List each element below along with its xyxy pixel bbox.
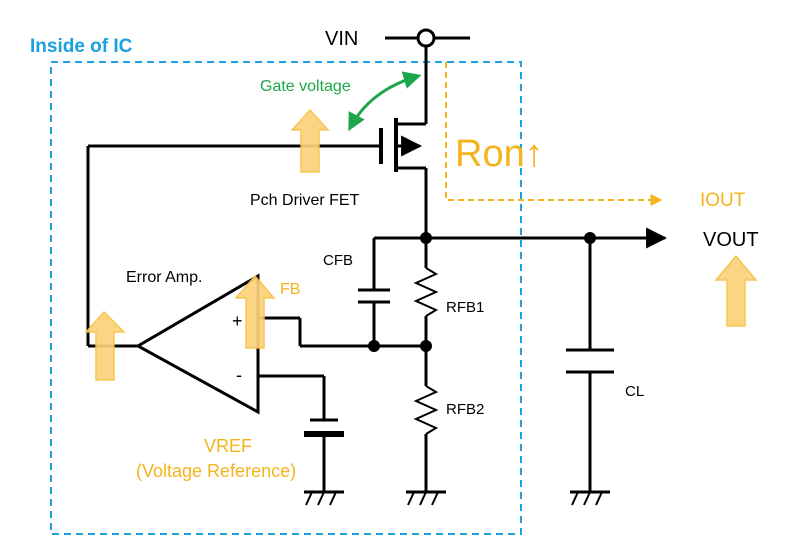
gate-up-arrow (290, 108, 330, 173)
ground-rfb2 (406, 490, 446, 506)
vin-label: VIN (325, 28, 358, 50)
vout-up-arrow (714, 254, 758, 327)
gate-voltage-label: Gate voltage (260, 78, 351, 95)
rfb1-resistor (413, 267, 439, 317)
error-amp-label: Error Amp. (126, 269, 202, 286)
plus-terminal-label: + (232, 311, 243, 331)
ron-label: Ron↑ (455, 133, 544, 175)
rfb1-label: RFB1 (446, 299, 484, 316)
ic-boundary (50, 61, 522, 535)
driver-fet-label: Pch Driver FET (250, 192, 360, 209)
ground-vref (304, 490, 344, 506)
vref-description-label: (Voltage Reference) (136, 461, 296, 481)
iout-label: IOUT (700, 190, 746, 211)
amp-output-up-arrow (84, 310, 126, 381)
ground-cl (570, 490, 610, 506)
minus-terminal-label: - (236, 365, 242, 385)
fb-up-arrow (234, 274, 276, 349)
rfb2-resistor (413, 385, 439, 435)
cl-label: CL (625, 383, 644, 400)
iout-current-path (445, 62, 663, 206)
vref-label: VREF (204, 436, 252, 456)
inside-ic-label: Inside of IC (30, 36, 133, 57)
rfb2-label: RFB2 (446, 401, 484, 418)
gate-voltage-arrow (348, 71, 422, 132)
vin-terminal (416, 28, 436, 48)
fb-label: FB (280, 281, 300, 298)
vout-label: VOUT (703, 229, 759, 251)
cfb-label: CFB (323, 252, 353, 269)
